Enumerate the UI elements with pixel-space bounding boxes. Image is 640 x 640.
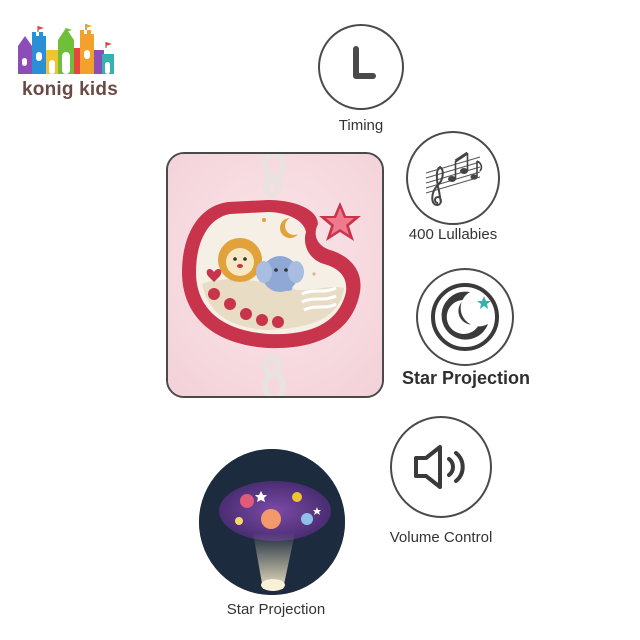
lullabies-label: 400 Lullabies: [408, 226, 498, 243]
volume-feature-circle: [390, 416, 492, 518]
star-projection-feature-circle: [416, 268, 514, 366]
timing-feature-circle: [318, 24, 404, 110]
lullabies-feature-circle: [406, 131, 500, 225]
star-projection-label: Star Projection: [401, 368, 531, 388]
projection-label: Star Projection: [226, 601, 326, 618]
speaker-icon: [414, 445, 465, 489]
crib-mobile-music-box-image: [168, 154, 382, 396]
clock-l-icon: [353, 46, 376, 79]
castle-logo-icon: [18, 24, 114, 74]
volume-label: Volume Control: [389, 529, 493, 546]
brand-logo: konig kids: [16, 24, 118, 104]
product-photo: [166, 152, 384, 398]
music-notes-icon: [425, 151, 483, 207]
projection-photo: [199, 449, 345, 595]
moon-star-icon: [431, 283, 499, 351]
timing-label: Timing: [338, 117, 384, 134]
night-projection-image: [199, 449, 345, 595]
brand-name: konig kids: [22, 79, 118, 100]
